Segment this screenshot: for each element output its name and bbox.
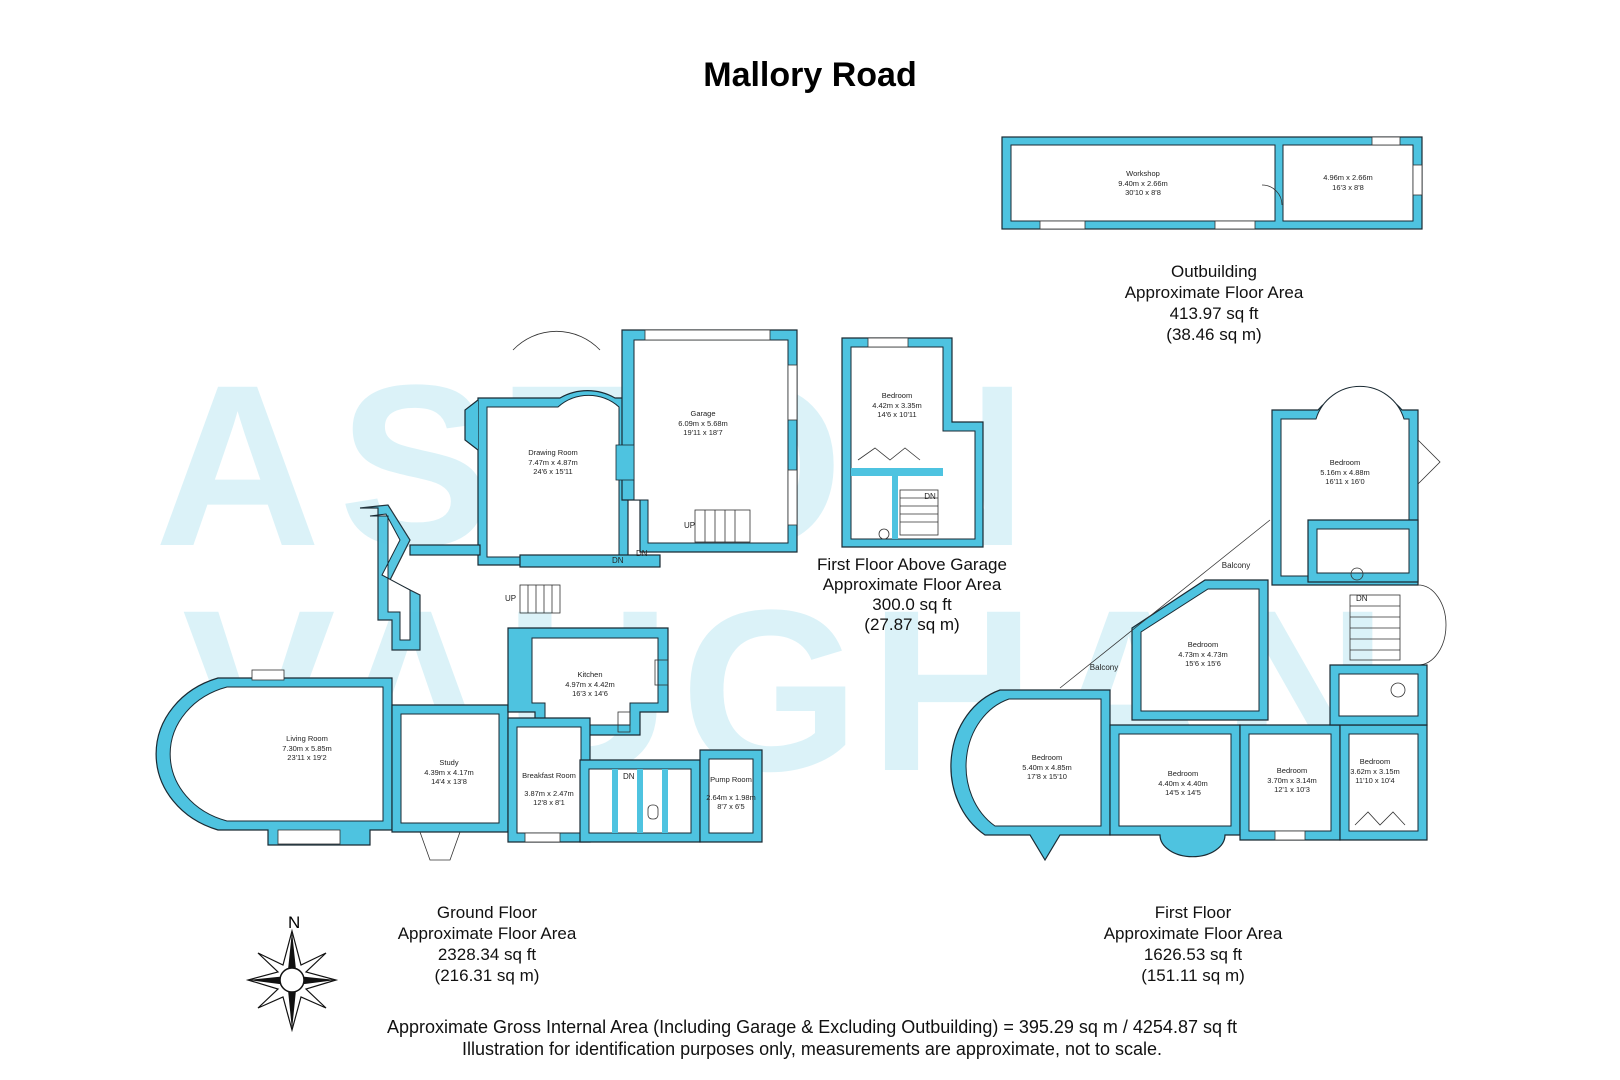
study-imperial: 14'4 x 13'8	[431, 777, 467, 786]
ground-floor-sqft: 2328.34 sq ft	[438, 945, 537, 964]
outbuilding-sqm: (38.46 sq m)	[1166, 325, 1261, 344]
hall-up-marker: UP	[505, 594, 516, 603]
compass-north-label: N	[288, 913, 300, 932]
kitchen-imperial: 16'3 x 14'6	[572, 689, 608, 698]
outbuilding-label: Outbuilding	[1171, 262, 1257, 281]
garage-bedroom-metric: 4.42m x 3.35m	[872, 401, 922, 410]
garage-dn-marker: DN	[636, 549, 648, 558]
above-garage-area-label: Approximate Floor Area	[823, 575, 1002, 594]
living-room-metric: 7.30m x 5.85m	[282, 744, 332, 753]
store-imperial: 16'3 x 8'8	[1332, 183, 1364, 192]
pump-room-imperial: 8'7 x 6'5	[717, 802, 744, 811]
above-garage-sqm: (27.87 sq m)	[864, 615, 959, 634]
ff-bedroom2-metric: 4.73m x 4.73m	[1178, 650, 1228, 659]
first-floor-sqm: (151.11 sq m)	[1141, 966, 1245, 985]
garage-name: Garage	[690, 409, 715, 418]
ff-stair-dn: DN	[1356, 594, 1368, 603]
ff-bedroom5-metric: 3.70m x 3.14m	[1267, 776, 1317, 785]
kitchen-metric: 4.97m x 4.42m	[565, 680, 615, 689]
above-garage-sqft: 300.0 sq ft	[872, 595, 952, 614]
outbuilding-area-label: Approximate Floor Area	[1125, 283, 1304, 302]
kitchen-name: Kitchen	[577, 670, 602, 679]
garage-metric: 6.09m x 5.68m	[678, 419, 728, 428]
ff-bedroom4-imperial: 14'5 x 14'5	[1165, 788, 1201, 797]
workshop-metric: 9.40m x 2.66m	[1118, 179, 1168, 188]
garage-imperial: 19'11 x 18'7	[683, 428, 722, 437]
first-floor-area-label: Approximate Floor Area	[1104, 924, 1283, 943]
pump-room-name: Pump Room	[710, 775, 752, 784]
breakfast-room-imperial: 12'8 x 8'1	[533, 798, 565, 807]
study-metric: 4.39m x 4.17m	[424, 768, 474, 777]
living-room-imperial: 23'11 x 19'2	[287, 753, 326, 762]
outbuilding-sqft: 413.97 sq ft	[1170, 304, 1259, 323]
ff-bedroom3-metric: 5.40m x 4.85m	[1022, 763, 1072, 772]
ff-bedroom4-name: Bedroom	[1168, 769, 1198, 778]
ff-bedroom3-imperial: 17'8 x 15'10	[1027, 772, 1067, 781]
page-title: Mallory Road	[703, 56, 916, 94]
above-garage-area: First Floor Above Garage Approximate Flo…	[817, 555, 1007, 634]
ff-bedroom3-name: Bedroom	[1032, 753, 1062, 762]
ground-floor-area: Ground Floor Approximate Floor Area 2328…	[398, 903, 577, 985]
breakfast-room-metric: 3.87m x 2.47m	[524, 789, 574, 798]
workshop-imperial: 30'10 x 8'8	[1125, 188, 1161, 197]
workshop-name: Workshop	[1126, 169, 1160, 178]
ground-floor-plan: Drawing Room 7.47m x 4.87m 24'6 x 15'11 …	[155, 329, 798, 861]
ff-balcony-lower: Balcony	[1090, 663, 1118, 672]
above-garage-label: First Floor Above Garage	[817, 555, 1007, 574]
breakfast-room-name: Breakfast Room	[522, 771, 576, 780]
ff-bedroom6-imperial: 11'10 x 10'4	[1355, 776, 1394, 785]
study-name: Study	[439, 758, 458, 767]
ff-balcony-upper: Balcony	[1222, 561, 1250, 570]
ff-bedroom1-name: Bedroom	[1330, 458, 1360, 467]
garage-bedroom-name: Bedroom	[882, 391, 912, 400]
footer-gross-area: Approximate Gross Internal Area (Includi…	[387, 1017, 1237, 1037]
first-floor-area: First Floor Approximate Floor Area 1626.…	[1104, 903, 1283, 985]
drawing-room-name: Drawing Room	[528, 448, 578, 457]
ff-bedroom2-imperial: 15'6 x 15'6	[1185, 659, 1221, 668]
ff-bedroom5-name: Bedroom	[1277, 766, 1307, 775]
outbuilding-plan: Workshop 9.40m x 2.66m 30'10 x 8'8 4.96m…	[1001, 136, 1423, 230]
ff-bedroom1-metric: 5.16m x 4.88m	[1320, 468, 1370, 477]
utility-dn-marker: DN	[623, 772, 635, 781]
store-metric: 4.96m x 2.66m	[1323, 173, 1373, 182]
pump-room-metric: 2.64m x 1.98m	[706, 793, 756, 802]
living-room-name: Living Room	[286, 734, 328, 743]
drawing-room-metric: 7.47m x 4.87m	[528, 458, 578, 467]
garage-stair-dn: DN	[924, 492, 936, 501]
first-floor-plan: Bedroom 5.16m x 4.88m 16'11 x 16'0 Bedro…	[950, 386, 1447, 862]
ff-bedroom4-metric: 4.40m x 4.40m	[1158, 779, 1208, 788]
ff-bedroom1-imperial: 16'11 x 16'0	[1325, 477, 1364, 486]
compass-icon: N	[245, 913, 339, 1033]
ground-floor-sqm: (216.31 sq m)	[435, 966, 540, 985]
above-garage-plan: Bedroom 4.42m x 3.35m 14'6 x 10'11 DN	[841, 337, 984, 548]
hall-dn-marker: DN	[612, 556, 624, 565]
footer-disclaimer: Illustration for identification purposes…	[462, 1039, 1162, 1059]
ground-floor-area-label: Approximate Floor Area	[398, 924, 577, 943]
ff-bedroom5-imperial: 12'1 x 10'3	[1274, 785, 1310, 794]
garage-up-marker: UP	[684, 521, 695, 530]
ff-bedroom2-name: Bedroom	[1188, 640, 1218, 649]
garage-bedroom-imperial: 14'6 x 10'11	[877, 410, 916, 419]
outbuilding-area: Outbuilding Approximate Floor Area 413.9…	[1125, 262, 1304, 344]
ff-bedroom6-metric: 3.62m x 3.15m	[1350, 767, 1400, 776]
ground-floor-label: Ground Floor	[437, 903, 537, 922]
ff-bedroom6-name: Bedroom	[1360, 757, 1390, 766]
drawing-room-imperial: 24'6 x 15'11	[533, 467, 572, 476]
first-floor-sqft: 1626.53 sq ft	[1144, 945, 1243, 964]
first-floor-label: First Floor	[1155, 903, 1232, 922]
